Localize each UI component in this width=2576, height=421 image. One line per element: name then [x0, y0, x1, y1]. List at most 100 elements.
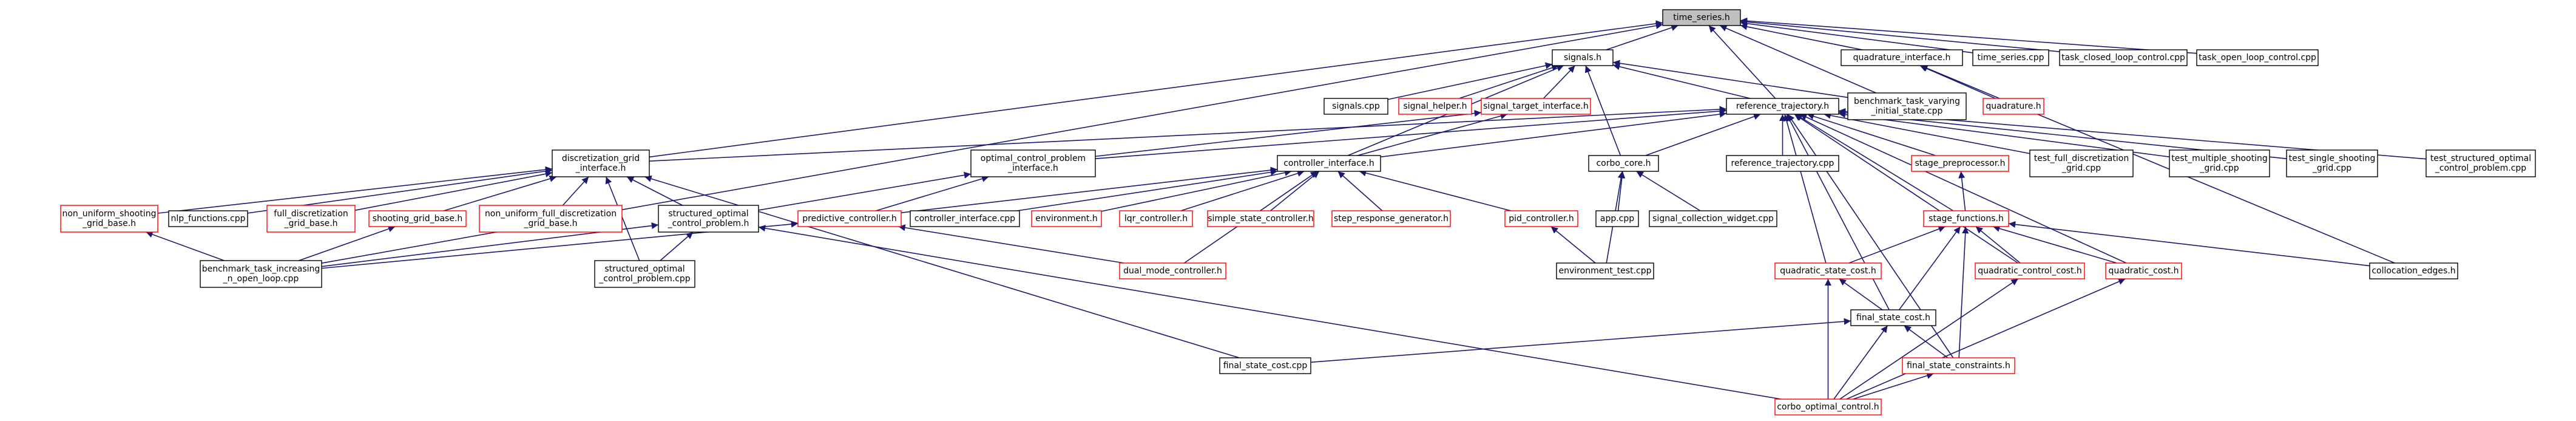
include-edge: [1584, 65, 1621, 156]
include-edge: [1958, 171, 1966, 211]
graph-node[interactable]: corbo_optimal_control.h: [1774, 399, 1882, 416]
graph-node[interactable]: predictive_controller.h: [797, 210, 902, 227]
graph-node[interactable]: full_discretization_grid_base.h: [266, 205, 356, 233]
include-edge: [649, 20, 1663, 158]
graph-node[interactable]: final_state_constraints.h: [1902, 357, 2015, 374]
graph-node[interactable]: collocation_edges.h: [2369, 262, 2458, 279]
graph-node[interactable]: signals.cpp: [1323, 98, 1388, 115]
include-edge: [1270, 171, 1320, 211]
graph-node[interactable]: benchmark_task_varying_initial_state.cpp: [1847, 92, 1967, 120]
node-box: [1983, 98, 2044, 115]
graph-node[interactable]: time_series.h: [1662, 9, 1741, 26]
node-box: [1774, 399, 1882, 416]
graph-node[interactable]: shooting_grid_base.h: [368, 210, 467, 227]
node-box: [1588, 155, 1659, 172]
edge-line: [1992, 225, 2117, 264]
graph-node[interactable]: pid_controller.h: [1504, 210, 1578, 227]
node-label: _control_problem.cpp: [2435, 163, 2526, 173]
include-edge: [1839, 278, 2019, 400]
graph-node[interactable]: signal_collection_widget.cpp: [1649, 210, 1777, 227]
graph-node[interactable]: structured_optimal_control_problem.cpp: [594, 260, 695, 288]
include-edge: [1846, 278, 2126, 400]
graph-node[interactable]: final_state_cost.h: [1850, 309, 1936, 326]
include-edge: [443, 175, 557, 211]
graph-node[interactable]: quadratic_cost.h: [2105, 262, 2182, 279]
include-edge: [1919, 65, 1996, 99]
include-edge: [1095, 108, 1727, 159]
graph-node[interactable]: quadratic_control_cost.h: [1975, 262, 2085, 279]
graph-node[interactable]: signal_target_interface.h: [1481, 98, 1591, 115]
graph-node[interactable]: stage_functions.h: [1923, 210, 2009, 227]
graph-node[interactable]: environment.h: [1031, 210, 1102, 227]
node-label: test_multiple_shooting: [2171, 154, 2268, 163]
graph-node[interactable]: reference_trajectory.cpp: [1726, 155, 1839, 172]
edge-line: [1807, 113, 1936, 156]
graph-node[interactable]: signals.h: [1552, 49, 1614, 66]
graph-node[interactable]: test_structured_optimal_control_problem.…: [2426, 149, 2536, 177]
edge-line: [2008, 221, 2370, 267]
node-box: [1850, 309, 1936, 326]
graph-node[interactable]: discretization_grid_interface.h: [552, 149, 650, 177]
graph-node[interactable]: benchmark_task_increasing_n_open_loop.cp…: [200, 260, 322, 288]
graph-node[interactable]: corbo_core.h: [1588, 155, 1659, 172]
node-box: [1031, 210, 1102, 227]
include-edge: [758, 225, 1782, 400]
graph-node[interactable]: test_single_shooting_grid.cpp: [2286, 149, 2378, 177]
include-edge: [758, 171, 972, 211]
graph-node[interactable]: final_state_cost.cpp: [1219, 357, 1311, 374]
graph-node[interactable]: reference_trajectory.h: [1726, 98, 1839, 115]
graph-node[interactable]: quadratic_state_cost.h: [1774, 262, 1882, 279]
graph-node[interactable]: structured_optimal_control_problem.h: [658, 205, 759, 233]
node-box: [594, 260, 695, 288]
node-label: _grid_base.h: [283, 219, 337, 228]
include-edge: [875, 175, 989, 211]
graph-node[interactable]: task_open_loop_control.cpp: [2196, 49, 2319, 66]
graph-node[interactable]: app.cpp: [1595, 210, 1639, 227]
edge-line: [1848, 225, 1946, 264]
node-label: final_state_cost.h: [1856, 313, 1930, 323]
graph-node[interactable]: non_uniform_shooting_grid_base.h: [60, 205, 158, 233]
graph-node[interactable]: optimal_control_problem_interface.h: [970, 149, 1096, 177]
edge-line: [1387, 62, 1553, 100]
node-box: [1923, 210, 2009, 227]
node-label: _interface.h: [575, 163, 626, 173]
graph-node[interactable]: test_multiple_shooting_grid.cpp: [2169, 149, 2270, 177]
graph-node[interactable]: controller_interface.cpp: [910, 210, 1020, 227]
edge-line: [562, 176, 589, 206]
node-box: [1902, 357, 2015, 374]
graph-node[interactable]: time_series.cpp: [1972, 49, 2049, 66]
graph-node[interactable]: non_uniform_full_discretization_grid_bas…: [479, 205, 623, 233]
graph-node[interactable]: dual_mode_controller.h: [1119, 262, 1226, 279]
graph-node[interactable]: lqr_controller.h: [1119, 210, 1193, 227]
graph-node[interactable]: controller_interface.h: [1277, 155, 1381, 172]
edge-line: [1337, 171, 1383, 211]
node-label: signals.h: [1564, 53, 1601, 63]
graph-node[interactable]: step_response_generator.h: [1331, 210, 1451, 227]
include-edge: [1606, 24, 1678, 50]
graph-node[interactable]: simple_state_controller.h: [1207, 210, 1314, 227]
edge-line: [660, 231, 694, 261]
node-box: [1595, 210, 1639, 227]
node-box: [910, 210, 1020, 227]
node-box: [479, 205, 623, 233]
graph-node[interactable]: task_closed_loop_control.cpp: [2059, 49, 2188, 66]
node-label: pid_controller.h: [1509, 214, 1574, 224]
node-box: [1504, 210, 1578, 227]
include-edge: [1783, 114, 1827, 264]
node-box: [1774, 262, 1882, 279]
graph-node[interactable]: environment_test.cpp: [1556, 262, 1654, 279]
graph-node[interactable]: test_full_discretization_grid.cpp: [2029, 149, 2134, 177]
graph-node[interactable]: nlp_functions.cpp: [168, 210, 248, 227]
include-edge: [1310, 318, 1851, 363]
edge-line: [1898, 226, 1961, 310]
graph-node[interactable]: quadrature.h: [1983, 98, 2044, 115]
node-label: time_series.h: [1673, 13, 1729, 22]
node-box: [2105, 262, 2182, 279]
edge-line: [649, 20, 1663, 158]
graph-node[interactable]: stage_preprocessor.h: [1911, 155, 2009, 172]
graph-node[interactable]: quadrature_interface.h: [1841, 49, 1963, 66]
include-edge: [157, 166, 553, 214]
node-label: test_structured_optimal: [2430, 154, 2531, 163]
graph-node[interactable]: signal_helper.h: [1398, 98, 1472, 115]
edge-line: [649, 106, 1727, 162]
